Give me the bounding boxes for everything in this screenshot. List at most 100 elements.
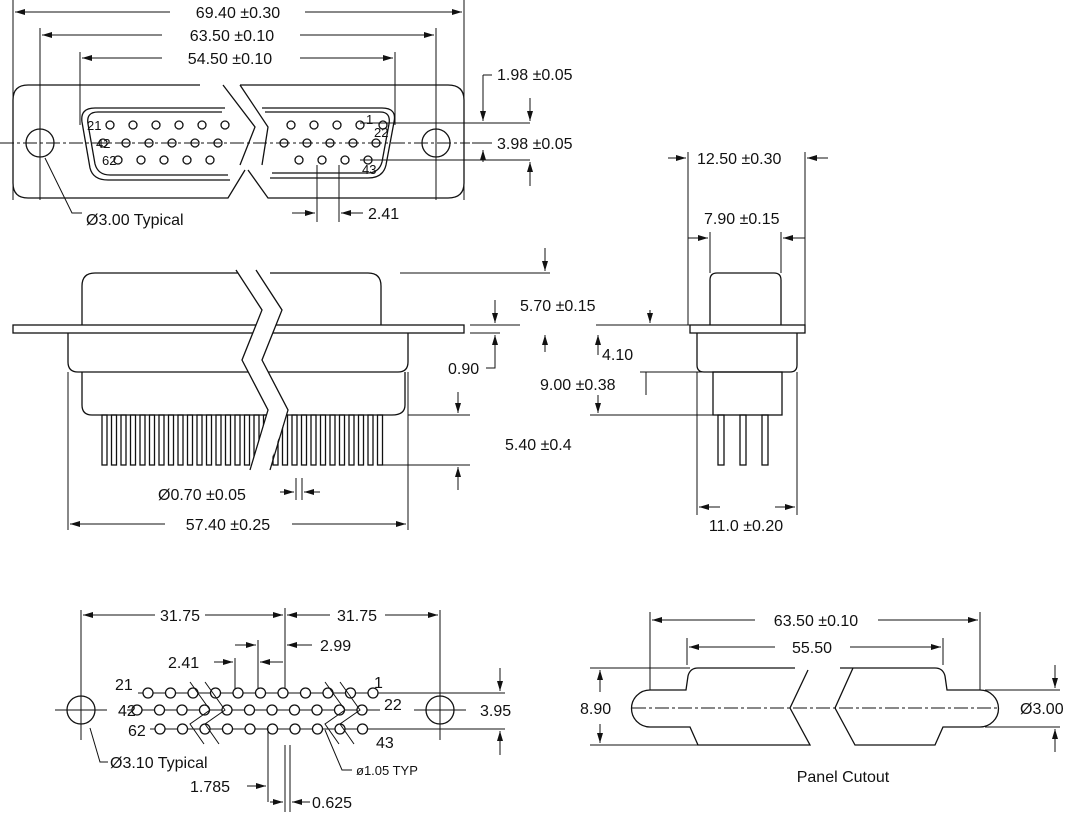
side-pin-array [101,414,384,466]
pin-hole [309,120,319,130]
pin [234,414,241,466]
pin [205,414,213,466]
pin-hole [279,138,289,148]
pin-hole [348,138,358,148]
pcb-pin-hole-dia-label: ø1.05 TYP [356,763,418,778]
pin-hole [121,138,131,148]
dim-left-half: 31.75 [160,608,200,625]
pin-hole [332,120,342,130]
pin [376,414,384,466]
dim-row-span: 3.98 ±0.05 [497,136,573,153]
pin-hole [209,687,222,699]
pin-hole [220,120,230,130]
pin-hole [325,138,335,148]
pin-hole [289,723,301,735]
pin-hole [288,704,301,716]
pin [139,414,146,466]
pcb-pin-label-62: 62 [128,723,146,740]
pcb-pin-label-42: 42 [118,703,136,720]
dim-flange-thickness: 0.90 [448,361,479,378]
dim-pin-dia: Ø0.70 ±0.05 [158,487,246,504]
pin-label-1: 1 [366,112,373,127]
side-view: 5.70 ±0.15 0.90 5.40 ±0.4 Ø0.70 ±0.05 57… [12,248,596,534]
pin [120,414,127,466]
dim-cutout-hole-dia: Ø3.00 [1020,701,1064,718]
pin [310,414,317,466]
pcb-pin-array [127,681,380,745]
break-line [204,681,226,745]
pcb-pin-label-21: 21 [115,677,133,694]
dim-shell-above-flange: 4.10 [602,347,633,364]
dim-pin-pitch-pcb: 2.41 [168,655,199,672]
pin [319,414,327,466]
pin-hole [294,155,304,165]
mount-hole-dia-label: Ø3.00 Typical [86,212,184,229]
pcb-pin-label-22: 22 [384,697,402,714]
pin-hole [254,687,267,699]
pin-hole [244,723,256,735]
pin-hole [266,704,278,716]
pin-hole [174,120,184,130]
pin-hole [371,138,381,148]
pin-label-42: 42 [96,136,110,151]
pin [186,414,194,466]
cutout-outline [630,667,812,746]
flange-side [12,324,465,334]
pcb-layout-view: 31.75 31.75 2.99 2.41 21 42 62 1 22 43 3… [55,608,511,812]
pin-hole [164,687,177,699]
dim-body-depth: 11.0 ±0.20 [709,518,783,535]
dim-shell-depth: 7.90 ±0.15 [704,211,780,228]
pin-hole [113,155,123,165]
pin-hole [243,704,256,716]
pin-label-21: 21 [87,118,101,133]
pin-hole [176,704,188,716]
panel-cutout-caption: Panel Cutout [797,769,890,786]
pin-hole [167,138,177,148]
flange-outline [12,84,256,199]
pin [158,414,165,466]
pin-hole [277,687,289,699]
pin-hole [221,704,233,716]
pin [101,414,108,466]
pin-hole [266,723,279,735]
pin [329,414,336,466]
pcb-pin-label-1: 1 [374,675,383,692]
pin [196,414,203,466]
dim-body-height: 9.00 ±0.38 [540,377,616,394]
pin-hole [344,687,357,699]
dim-row-span-pcb: 3.95 [480,703,511,720]
end-view: 12.50 ±0.30 7.90 ±0.15 4.10 9.00 ±0.38 1… [540,151,828,535]
dim-flange-depth: 12.50 ±0.30 [697,151,782,168]
top-view: 69.40 ±0.30 63.50 ±0.10 54.50 ±0.10 21 4… [0,0,573,229]
pin-hole [197,120,207,130]
dim-pin-pitch: 2.41 [368,206,399,223]
d-shell-outline [81,107,396,181]
pin [215,414,222,466]
pin-hole [311,704,323,716]
pin-hole [142,687,154,699]
pin-hole [378,120,388,130]
pin-label-43: 43 [362,162,376,177]
pin-hole [176,723,189,735]
pin-hole [322,687,334,699]
pin-label-22: 22 [374,125,388,140]
pin-hole [187,687,199,699]
pin-hole [190,138,200,148]
pin [148,414,156,466]
panel-cutout-view: 63.50 ±0.10 55.50 8.90 Ø3.00 Panel Cutou… [580,612,1064,786]
pin-hole [151,120,161,130]
dim-cutout-height: 8.90 [580,701,611,718]
pin-hole [182,155,192,165]
pin-hole [153,704,166,716]
dim-offset-b: 0.625 [312,795,352,812]
pin-hole [286,120,296,130]
pin-hole [131,704,143,716]
dim-right-half: 31.75 [337,608,377,625]
pin [110,414,118,466]
pin-hole [105,120,115,130]
pin [338,414,346,466]
pin [167,414,175,466]
pin-hole [232,687,244,699]
pin-hole [367,687,379,699]
pin-hole [154,723,166,735]
